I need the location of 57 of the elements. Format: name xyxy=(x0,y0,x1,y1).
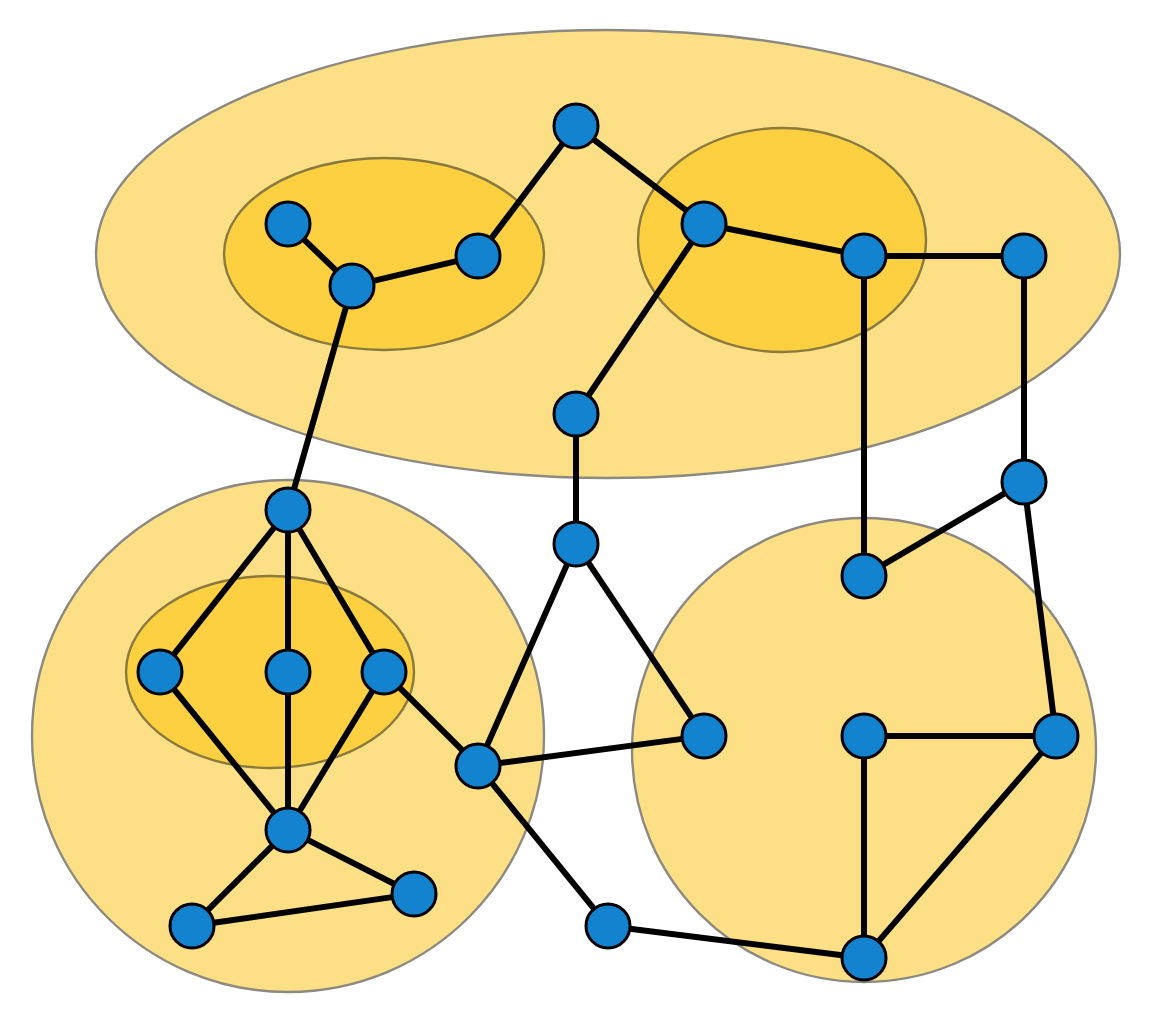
edge-line xyxy=(296,689,376,813)
node-dot xyxy=(840,232,888,280)
node-dot xyxy=(680,200,728,248)
node-dot xyxy=(552,390,600,438)
node-dot xyxy=(840,934,888,982)
edge-line xyxy=(306,837,396,887)
edge-line xyxy=(1021,278,1027,460)
edge-line xyxy=(489,781,597,911)
node-dot xyxy=(584,902,632,950)
edge-line xyxy=(171,525,277,657)
edge-line xyxy=(886,253,1002,259)
edge-line xyxy=(585,560,695,720)
node-dot xyxy=(1000,232,1048,280)
edge-line xyxy=(861,278,867,554)
node-dot xyxy=(454,742,502,790)
edge-line xyxy=(484,562,570,748)
cluster-circle xyxy=(630,516,1098,984)
edge-line xyxy=(488,141,566,241)
edge-line xyxy=(397,685,465,753)
node-dot xyxy=(264,486,312,534)
node-dot xyxy=(264,648,312,696)
edge-line xyxy=(213,894,393,926)
edge-line xyxy=(629,925,843,959)
edge-line xyxy=(285,694,291,808)
node-dot xyxy=(840,712,888,760)
node-dot xyxy=(552,520,600,568)
edge-line xyxy=(591,137,689,213)
edge-line xyxy=(573,436,579,522)
node-dot xyxy=(360,648,408,696)
cluster-ellipse xyxy=(636,126,928,354)
edge-line xyxy=(296,527,376,655)
node-dot xyxy=(680,712,728,760)
node-dot xyxy=(264,200,312,248)
edge-line xyxy=(861,758,867,936)
edge-line xyxy=(205,843,275,913)
edge-line xyxy=(585,240,695,398)
edge-line xyxy=(1023,503,1057,715)
node-dot xyxy=(1000,458,1048,506)
node-dot xyxy=(454,232,502,280)
edge-line xyxy=(285,532,291,650)
node-dot xyxy=(136,648,184,696)
edge-line xyxy=(876,750,1044,944)
edge-line xyxy=(499,735,683,767)
node-dot xyxy=(264,806,312,854)
node-dot xyxy=(840,552,888,600)
node-dot xyxy=(328,262,376,310)
node-dot xyxy=(168,902,216,950)
edge-line xyxy=(725,225,844,255)
edge-line xyxy=(291,306,349,490)
node-dot xyxy=(552,102,600,150)
node-dot xyxy=(390,870,438,918)
edge-line xyxy=(886,733,1034,739)
edge-line xyxy=(881,490,1007,568)
node-dot xyxy=(1032,712,1080,760)
edge-line xyxy=(372,258,458,284)
edge-line xyxy=(301,237,339,273)
edge-line xyxy=(171,687,277,815)
